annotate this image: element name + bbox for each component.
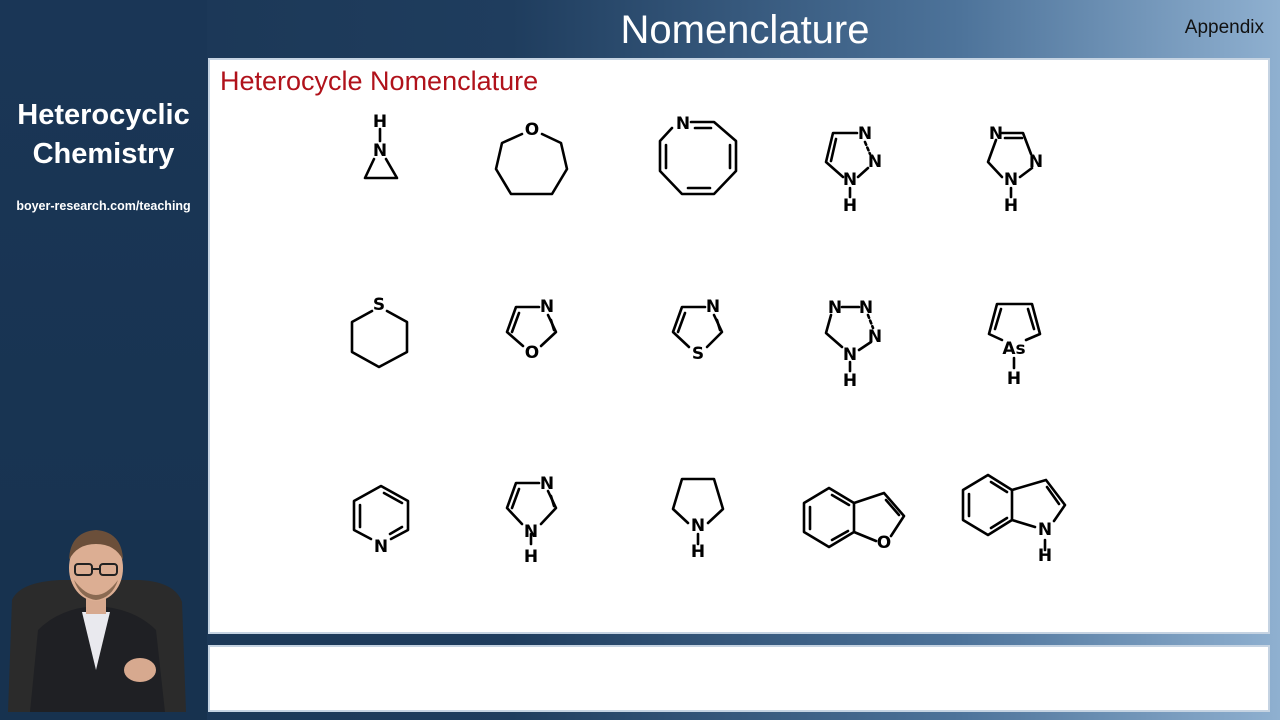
atom-label: N bbox=[828, 298, 842, 318]
atom-label: H bbox=[843, 371, 857, 391]
slide-title: Heterocycle Nomenclature bbox=[220, 66, 539, 96]
atom-label: H bbox=[843, 196, 857, 216]
atom-label: N bbox=[1038, 520, 1052, 540]
benzofuran-structure bbox=[802, 486, 906, 549]
course-title: Heterocyclic Chemistry bbox=[17, 99, 190, 170]
course-url: boyer-research.com/teaching bbox=[16, 199, 191, 213]
imidazole-structure bbox=[505, 481, 558, 546]
atom-label: H bbox=[691, 542, 705, 562]
atom-label: N bbox=[540, 297, 554, 317]
atom-label: O bbox=[525, 343, 539, 363]
atom-label: O bbox=[877, 533, 891, 553]
slide-canvas: Heterocycle Nomenclature bbox=[208, 58, 1270, 634]
atom-label: S bbox=[692, 344, 704, 364]
atom-label: N bbox=[706, 297, 720, 317]
atom-label: N bbox=[540, 474, 554, 494]
appendix-label: Appendix bbox=[1184, 17, 1264, 38]
tetrazole-structure bbox=[824, 305, 875, 373]
indole-structure bbox=[961, 473, 1067, 552]
atom-label: N bbox=[858, 124, 872, 144]
atom-label: N bbox=[676, 114, 690, 134]
oxazole-structure bbox=[505, 305, 558, 348]
atom-label: H bbox=[1007, 369, 1021, 389]
atom-label: N bbox=[989, 124, 1003, 144]
atom-label: N bbox=[1004, 170, 1018, 190]
header-title: Nomenclature bbox=[620, 8, 870, 52]
triazole-123-structure bbox=[824, 131, 872, 199]
atom-label: N bbox=[1029, 152, 1043, 172]
atom-label: H bbox=[1038, 546, 1052, 566]
atom-label: H bbox=[1004, 196, 1018, 216]
atom-label: N bbox=[374, 537, 388, 557]
oxepane-structure bbox=[494, 132, 569, 196]
atom-label: N bbox=[859, 298, 873, 318]
atom-label: S bbox=[373, 295, 385, 315]
atom-label: N bbox=[843, 170, 857, 190]
structures-area: H N O N N N N H N N N H S N O N S N bbox=[350, 112, 1067, 567]
thiane-structure bbox=[350, 309, 409, 369]
atom-label: N bbox=[373, 141, 387, 161]
atom-label: N bbox=[843, 345, 857, 365]
notes-bar bbox=[208, 645, 1270, 712]
azocine-structure bbox=[658, 120, 738, 196]
aziridine-structure bbox=[363, 127, 399, 180]
atom-label: O bbox=[525, 120, 539, 140]
atom-label: H bbox=[524, 547, 538, 567]
triazole-124-structure bbox=[986, 131, 1034, 199]
atom-label: N bbox=[868, 327, 882, 347]
pyridine-structure bbox=[352, 484, 410, 541]
atom-label: N bbox=[868, 152, 882, 172]
atom-label: As bbox=[1002, 339, 1025, 359]
arsole-structure bbox=[987, 302, 1042, 370]
atom-label: N bbox=[691, 516, 705, 536]
presenter-video bbox=[0, 520, 200, 712]
pyrrolidine-structure bbox=[671, 477, 725, 546]
thiazole-structure bbox=[671, 305, 724, 349]
atom-label: H bbox=[373, 112, 387, 132]
atom-label: N bbox=[524, 522, 538, 542]
